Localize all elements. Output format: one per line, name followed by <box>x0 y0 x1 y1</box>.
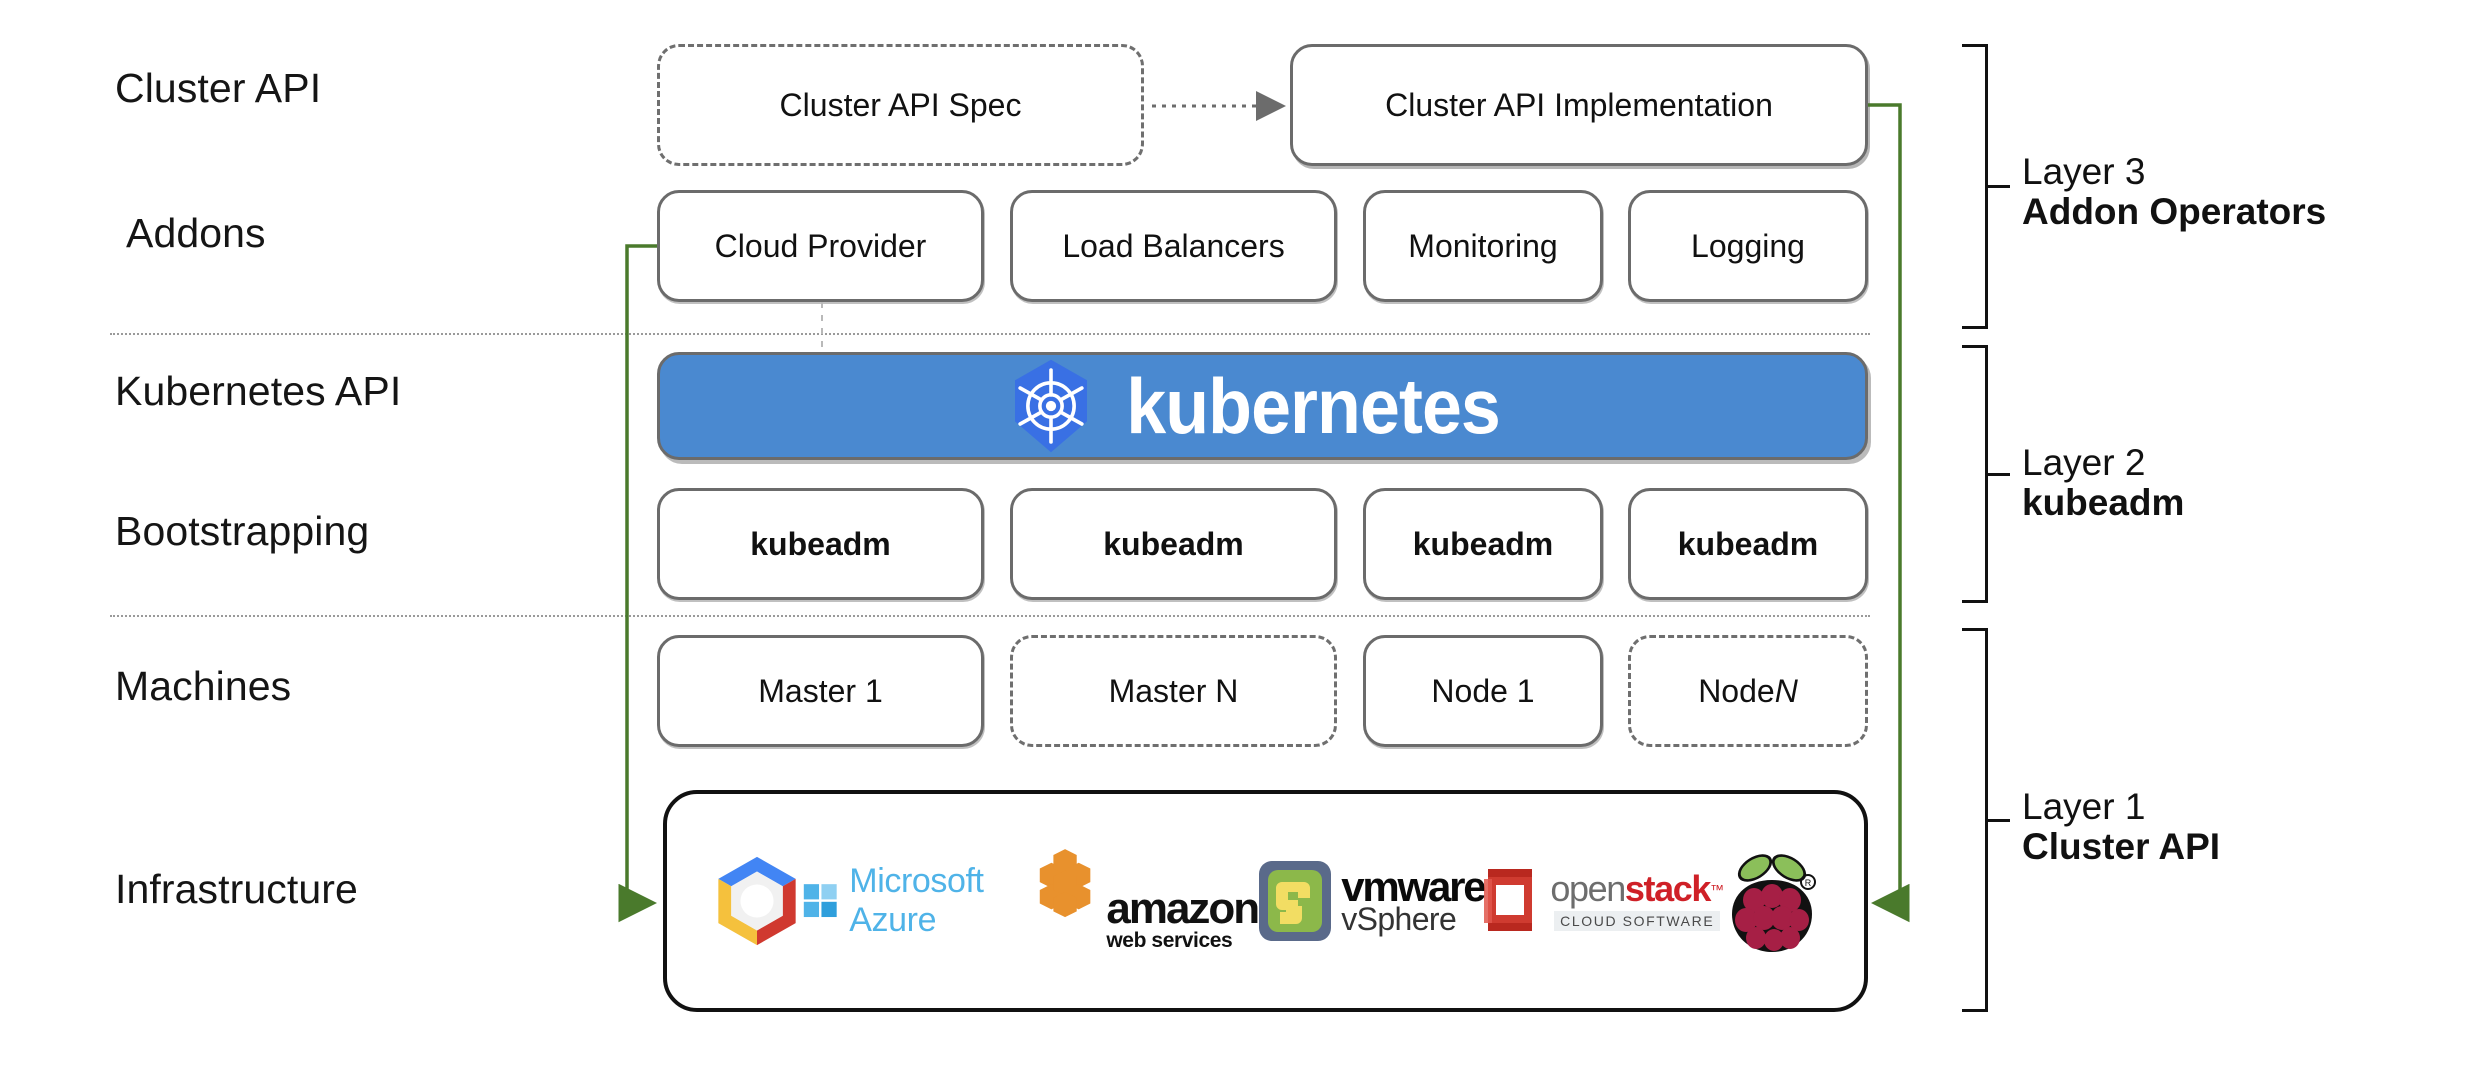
kubernetes-wordmark: kubernetes <box>1126 362 1502 450</box>
addon-box-cloud-provider[interactable]: Cloud Provider <box>657 190 984 302</box>
aws-cubes-icon[interactable]: amazon web services <box>1032 849 1260 953</box>
raspberry-pi-icon[interactable]: R <box>1724 846 1820 956</box>
vmware-wordmark: vmware <box>1341 862 1486 910</box>
cluster-api-implementation-box[interactable]: Cluster API Implementation <box>1290 44 1868 166</box>
openstack-subtext: CLOUD SOFTWARE <box>1554 911 1721 931</box>
bootstrap-label-1: kubeadm <box>750 525 891 562</box>
layer-1-name: Cluster API <box>2022 825 2221 867</box>
machine-label-node-n: Node <box>1698 672 1775 709</box>
kubernetes-banner: kubernetes <box>657 352 1868 460</box>
machine-label-node-n-suffix: N <box>1774 672 1798 709</box>
bracket-layer-2 <box>1962 345 1988 603</box>
openstack-icon[interactable]: openstack™ CLOUD SOFTWARE <box>1484 865 1724 937</box>
aws-subtext: web services <box>1106 929 1233 952</box>
bootstrap-box-3[interactable]: kubeadm <box>1363 488 1603 600</box>
cloud-provider-to-infrastructure-wire <box>618 244 657 923</box>
machine-label-node-1: Node 1 <box>1431 672 1535 709</box>
microsoft-azure-icon[interactable]: Microsoft Azure <box>803 862 1032 940</box>
aws-wordmark: amazon <box>1106 883 1260 933</box>
row-label-infrastructure: Infrastructure <box>115 866 358 912</box>
separator-layer2-layer1 <box>110 615 1870 617</box>
row-label-cluster-api: Cluster API <box>115 65 322 111</box>
layer-2-name: kubeadm <box>2022 481 2185 523</box>
openstack-wordmark-stack: stack <box>1624 868 1711 909</box>
implementation-to-infrastructure-wire <box>1868 103 1910 923</box>
layer-1-number: Layer 1 <box>2022 786 2146 827</box>
bootstrap-box-1[interactable]: kubeadm <box>657 488 984 600</box>
bracket-layer-1 <box>1962 628 1988 1012</box>
bootstrap-label-2: kubeadm <box>1103 525 1244 562</box>
bootstrap-box-2[interactable]: kubeadm <box>1010 488 1337 600</box>
cluster-api-spec-label: Cluster API Spec <box>779 86 1022 123</box>
infrastructure-box[interactable]: Microsoft Azure amazon we <box>663 790 1868 1012</box>
layer-caption-3: Layer 3 Addon Operators <box>2022 152 2326 232</box>
machine-box-master-n[interactable]: Master N <box>1010 635 1337 747</box>
cluster-api-spec-box[interactable]: Cluster API Spec <box>657 44 1144 166</box>
bracket-layer-3 <box>1962 44 1988 329</box>
bootstrap-box-4[interactable]: kubeadm <box>1628 488 1868 600</box>
bracket-nub-layer-2 <box>1988 473 2010 476</box>
bracket-nub-layer-3 <box>1988 185 2010 188</box>
machine-box-master-1[interactable]: Master 1 <box>657 635 984 747</box>
addon-label-cloud-provider: Cloud Provider <box>714 227 927 264</box>
separator-layer3-layer2 <box>110 333 1870 335</box>
layer-caption-2: Layer 2 kubeadm <box>2022 443 2184 523</box>
microsoft-azure-label: Microsoft Azure <box>849 862 984 939</box>
bootstrap-label-3: kubeadm <box>1412 525 1554 562</box>
machine-label-master-n: Master N <box>1108 672 1239 709</box>
addon-label-logging: Logging <box>1691 227 1805 264</box>
kubernetes-helm-wheel-icon <box>1015 359 1088 453</box>
layer-caption-1: Layer 1 Cluster API <box>2022 787 2220 867</box>
addon-label-monitoring: Monitoring <box>1408 227 1558 264</box>
addon-box-monitoring[interactable]: Monitoring <box>1363 190 1603 302</box>
cluster-api-implementation-label: Cluster API Implementation <box>1385 86 1773 123</box>
machine-label-master-1: Master 1 <box>758 672 883 709</box>
openstack-wordmark-open: open <box>1550 868 1626 909</box>
vmware-subtext: vSphere <box>1341 900 1457 937</box>
layer-3-number: Layer 3 <box>2022 151 2146 192</box>
addon-box-logging[interactable]: Logging <box>1628 190 1868 302</box>
bootstrap-label-4: kubeadm <box>1677 525 1819 562</box>
row-label-kubernetes-api: Kubernetes API <box>115 368 402 414</box>
addon-box-load-balancers[interactable]: Load Balancers <box>1010 190 1337 302</box>
bracket-nub-layer-1 <box>1988 819 2010 822</box>
svg-text:R: R <box>1805 878 1812 888</box>
row-label-machines: Machines <box>115 663 292 709</box>
layer-3-name: Addon Operators <box>2022 190 2327 232</box>
addon-label-load-balancers: Load Balancers <box>1062 227 1285 264</box>
google-cloud-hexagon-icon[interactable] <box>711 853 803 949</box>
openstack-trademark: ™ <box>1710 881 1724 898</box>
machine-box-node-n[interactable]: Node N <box>1628 635 1868 747</box>
machine-box-node-1[interactable]: Node 1 <box>1363 635 1603 747</box>
row-label-addons: Addons <box>126 210 266 256</box>
row-label-bootstrapping: Bootstrapping <box>115 508 370 554</box>
vmware-icon[interactable]: vmware vSphere <box>1258 860 1487 942</box>
layer-2-number: Layer 2 <box>2022 442 2146 483</box>
